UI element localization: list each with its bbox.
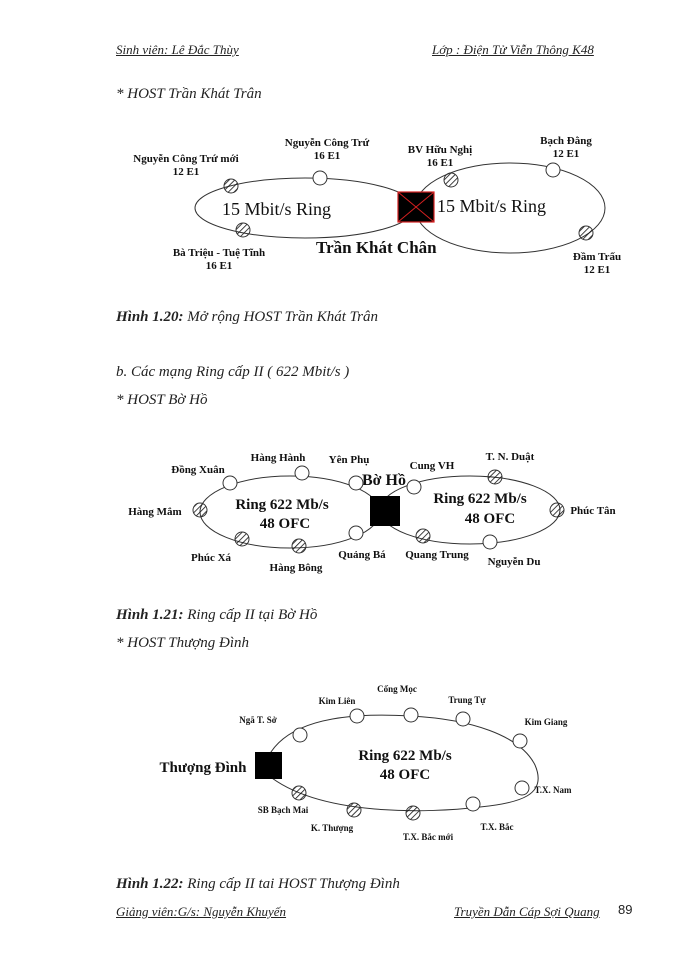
node-label: Đồng Xuân: [171, 464, 225, 476]
ring-fiber-label: 48 OFC: [260, 516, 310, 532]
node-open: [348, 525, 364, 541]
host-heading-tran-khat-tran: * HOST Trần Khát Trân: [116, 86, 262, 102]
ring-label: Ring 622 Mb/s: [358, 748, 452, 764]
page-number: 89: [618, 902, 633, 917]
node-hatched: [443, 172, 459, 188]
host-heading-bo-ho: * HOST Bờ Hồ: [116, 392, 208, 408]
figure-title: Mở rộng HOST Trần Khát Trân: [183, 309, 378, 325]
figure-caption-1-22: Hình 1.22: Ring cấp II tai HOST Thượng Đ…: [116, 876, 400, 893]
node-open: [455, 711, 471, 727]
node-open: [292, 727, 308, 743]
figure-number: Hình 1.20:: [116, 309, 184, 325]
left-ring-label: 15 Mbit/s Ring: [222, 199, 331, 219]
node-label: Hàng Hành: [251, 452, 306, 464]
node-label: T.X. Bắc: [480, 822, 513, 832]
figure-title: Ring cấp II tai HOST Thượng Đình: [183, 876, 400, 892]
node-label: Quảng Bá: [338, 549, 386, 561]
node-label: Kim Giang: [525, 717, 568, 727]
figure-number: Hình 1.22:: [116, 876, 184, 892]
header-class: Lớp : Điện Tử Viễn Thông K48: [432, 42, 594, 57]
ring-fiber-label: 48 OFC: [380, 767, 430, 783]
hub-label: Bờ Hồ: [362, 472, 406, 489]
hub-node: [370, 496, 400, 526]
node-label: Phúc Xá: [191, 552, 232, 564]
node-open: [465, 796, 481, 812]
node-open: [482, 534, 498, 550]
hub-label: Trần Khát Chân: [316, 238, 437, 257]
node-label: Bà Triệu - Tuệ Tĩnh: [173, 247, 265, 259]
node-hatched: [234, 531, 250, 547]
node-label: T. N. Duật: [486, 451, 535, 463]
node-capacity: 12 E1: [584, 264, 611, 276]
footer-subject: Truyền Dẫn Cáp Sợi Quang: [454, 904, 600, 919]
node-hatched: [405, 805, 421, 821]
node-label: Nguyễn Du: [488, 556, 541, 568]
node-capacity: 16 E1: [206, 260, 233, 272]
node-label: Nguyễn Công Trứ mới: [133, 153, 239, 165]
node-label: Kim Liên: [319, 696, 356, 706]
node-capacity: 16 E1: [314, 150, 341, 162]
node-capacity: 12 E1: [553, 148, 580, 160]
node-label: Quang Trung: [405, 549, 469, 561]
node-label: BV Hữu Nghị: [408, 144, 472, 156]
node-label: Trung Tự: [448, 695, 486, 705]
node-label: Đầm Trấu: [573, 251, 621, 263]
node-hatched: [415, 528, 431, 544]
node-open: [512, 733, 528, 749]
figure-number: Hình 1.21:: [116, 607, 184, 623]
header-student: Sinh viên: Lê Đắc Thùy: [116, 42, 239, 57]
node-label: Hàng Mắm: [128, 506, 181, 518]
node-open: [406, 479, 422, 495]
ring-fiber-label: 48 OFC: [465, 511, 515, 527]
node-label: SB Bạch Mai: [258, 805, 309, 815]
node-label: T.X. Nam: [534, 785, 572, 795]
node-open: [348, 475, 364, 491]
diagram-bo-ho: Bờ Hồ Ring 622 Mb/s 48 OFC Ring 622 Mb/s…: [128, 451, 615, 574]
figure-caption-1-20: Hình 1.20: Mở rộng HOST Trần Khát Trân: [116, 309, 378, 326]
hub-node: [397, 191, 435, 223]
node-hatched: [549, 502, 565, 518]
host-heading-thuong-dinh: * HOST Thượng Đình: [116, 635, 250, 651]
node-capacity: 12 E1: [173, 166, 200, 178]
node-hatched: [223, 178, 239, 194]
node-label: Nguyễn Công Trứ: [285, 137, 370, 149]
hub-node: [255, 752, 282, 779]
node-capacity: 16 E1: [427, 157, 454, 169]
node-open: [403, 707, 419, 723]
footer-lecturer: Giảng viên:G/s: Nguyễn Khuyến: [116, 904, 287, 919]
node-hatched: [192, 502, 208, 518]
hub-label: Thượng Đình: [160, 760, 248, 776]
node-label: Bạch Đằng: [540, 135, 592, 147]
node-open: [349, 708, 365, 724]
node-label: K. Thượng: [311, 823, 354, 833]
node-label: Cống Mọc: [377, 684, 417, 694]
node-hatched: [291, 785, 307, 801]
node-hatched: [346, 802, 362, 818]
figure-caption-1-21: Hình 1.21: Ring cấp II tại Bờ Hồ: [116, 607, 317, 624]
node-hatched: [487, 469, 503, 485]
node-open: [312, 170, 328, 186]
diagram-thuong-dinh: Thượng Đình Ring 622 Mb/s 48 OFC Ngã T. …: [160, 684, 573, 842]
node-hatched: [235, 222, 251, 238]
node-label: Yên Phụ: [329, 454, 370, 466]
section-heading-ring-level-2: b. Các mạng Ring cấp II ( 622 Mbit/s ): [116, 364, 350, 380]
diagram-tran-khat-chan: 15 Mbit/s Ring 15 Mbit/s Ring Trần Khát …: [133, 135, 621, 276]
node-label: T.X. Bắc mới: [403, 832, 454, 842]
node-open: [294, 465, 310, 481]
ring-label: Ring 622 Mb/s: [235, 497, 329, 513]
ring-label: Ring 622 Mb/s: [433, 491, 527, 507]
node-hatched: [291, 538, 307, 554]
node-label: Hàng Bông: [270, 562, 323, 574]
node-open: [545, 162, 561, 178]
figure-title: Ring cấp II tại Bờ Hồ: [183, 607, 318, 623]
node-open: [222, 475, 238, 491]
node-open: [514, 780, 530, 796]
node-hatched: [578, 225, 594, 241]
node-label: Cung VH: [410, 460, 455, 472]
node-label: Ngã T. Sở: [239, 715, 276, 725]
node-label: Phúc Tân: [570, 505, 615, 517]
right-ring-label: 15 Mbit/s Ring: [437, 196, 546, 216]
